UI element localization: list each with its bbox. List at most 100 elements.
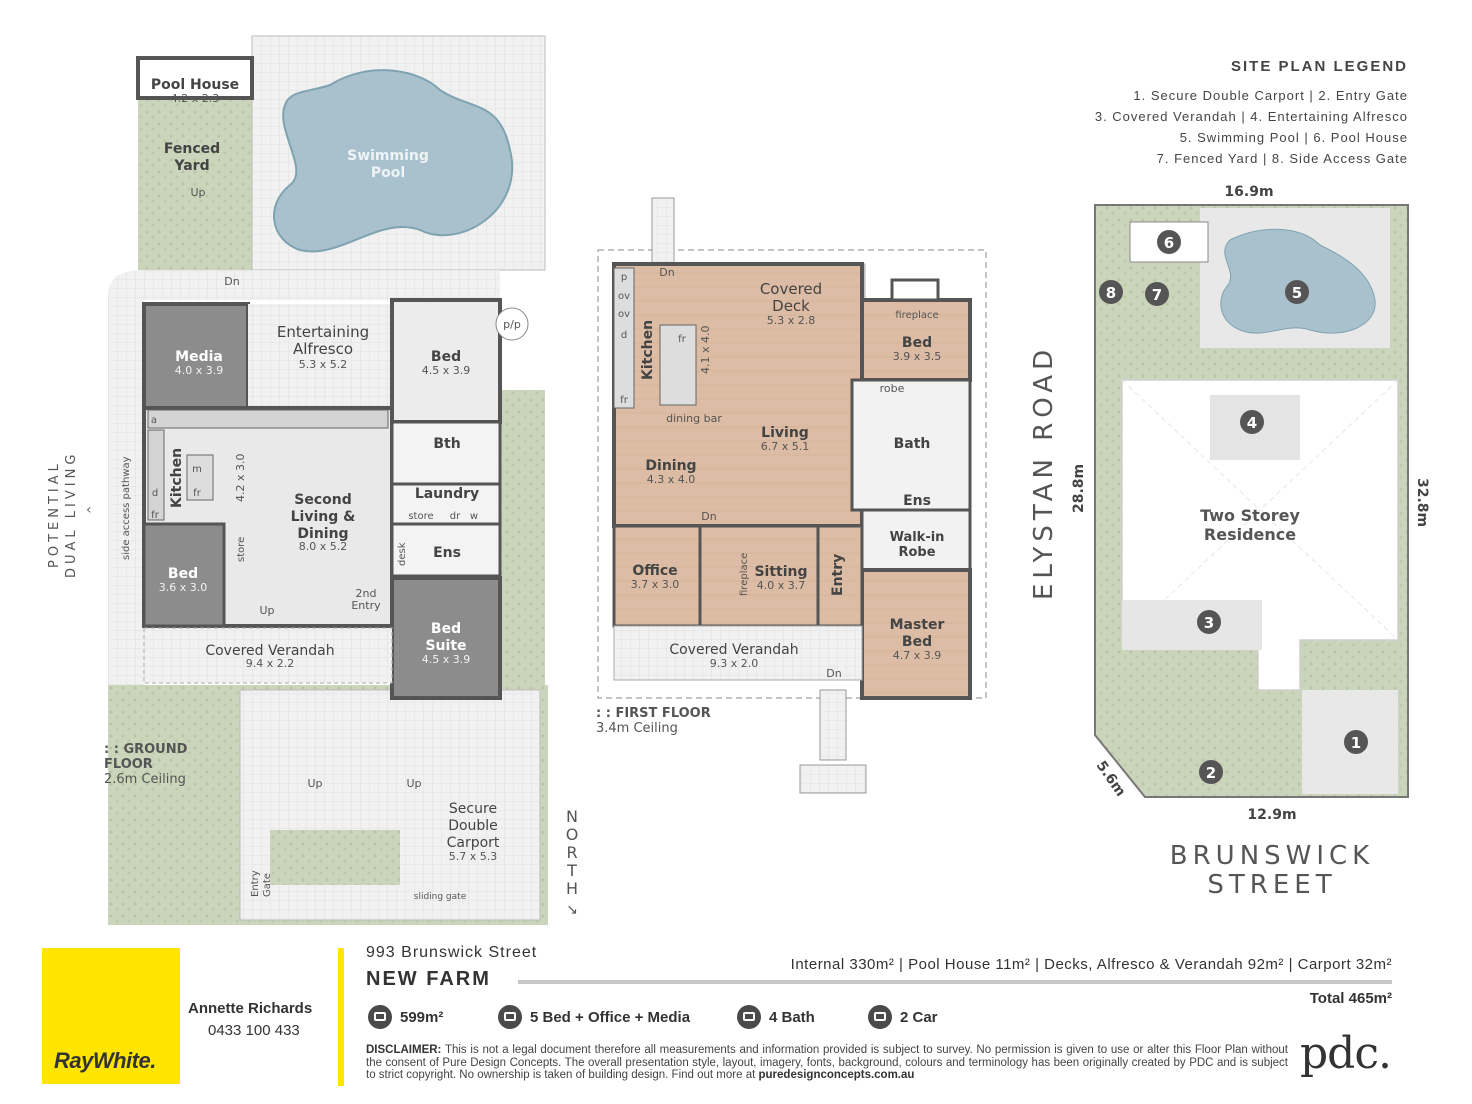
legend-line-4: 7. Fenced Yard | 8. Side Access Gate	[1156, 151, 1408, 166]
ff-master-b: Bed	[902, 634, 932, 650]
elystan-road-label: ELYSTAN ROAD	[1029, 345, 1059, 600]
disclaimer-text: This is not a legal document therefore a…	[366, 1044, 1288, 1081]
ff-fr-label: fr	[620, 395, 629, 406]
gf-fenced-yard-label-a: Fenced	[164, 141, 220, 157]
gf-a-label: a	[151, 415, 157, 426]
gf-side-label-a: POTENTIAL	[47, 460, 62, 568]
site-depth-left: 28.8m	[1071, 464, 1087, 513]
bed-icon	[498, 1005, 522, 1029]
site-marker-5: 5	[1292, 284, 1302, 302]
legend-line-2: 3. Covered Verandah | 4. Entertaining Al…	[1094, 109, 1408, 124]
ff-ov-label-1: ov	[618, 291, 630, 302]
gf-pool-label-b: Pool	[371, 165, 405, 181]
ff-walkin-a: Walk-in	[890, 530, 945, 545]
gf-carport-label-c: Carport	[447, 835, 500, 851]
ff-sitting-dim: 4.0 x 3.7	[757, 579, 806, 592]
ff-dn-label-2: Dn	[701, 510, 716, 523]
raywhite-logo: RayWhite.	[42, 948, 180, 1084]
gf-pp-label: p/p	[503, 318, 521, 331]
site-markers: 1 2 3 4 5 6 7 8	[1099, 230, 1368, 784]
ff-fireplace-label: fireplace	[895, 310, 938, 321]
gf-side-label-b: DUAL LIVING	[64, 451, 79, 578]
legend-line-3: 5. Swimming Pool | 6. Pool House	[1179, 130, 1408, 145]
gf-second-living-c: Dining	[297, 526, 348, 542]
gf-pathway-label: side access pathway	[121, 456, 132, 560]
ff-robe-label: robe	[880, 382, 905, 395]
ff-dining-label: Dining	[645, 458, 696, 474]
ff-ens-label: Ens	[903, 493, 931, 509]
site-marker-3: 3	[1204, 614, 1214, 632]
ff-p-label: p	[621, 272, 627, 283]
site-marker-8: 8	[1106, 284, 1116, 302]
disclaimer: DISCLAIMER: This is not a legal document…	[366, 1044, 1288, 1082]
gf-ens-label: Ens	[433, 545, 461, 561]
ff-bed-dim: 3.9 x 3.5	[893, 350, 942, 363]
ff-deck-label-b: Deck	[772, 297, 810, 315]
site-plan-legend-title: SITE PLAN LEGEND	[1230, 58, 1408, 75]
pdc-logo: pdc.	[1300, 1028, 1392, 1079]
gf-entry-gate-b: Gate	[262, 873, 273, 897]
agent-phone[interactable]: 0433 100 433	[208, 1022, 300, 1039]
gf-kitchen-label: Kitchen	[169, 448, 185, 508]
ground-floor-plan	[108, 35, 548, 925]
north-letter-r: R	[566, 843, 577, 862]
gf-fr-label: fr	[193, 488, 202, 499]
feature-baths-value: 4 Bath	[769, 1008, 815, 1026]
gf-store2-label: store	[236, 537, 247, 562]
gf-arrow-left-icon: ‹	[86, 502, 92, 518]
gf-ceiling-label: 2.6m Ceiling	[104, 772, 186, 787]
north-letter-h: H	[566, 879, 578, 898]
ff-fireplace-label-2: fireplace	[739, 553, 750, 596]
feature-baths: 4 Bath	[737, 1005, 815, 1029]
gf-pool-label-a: Swimming	[347, 148, 429, 164]
gf-bed1-label: Bed	[431, 349, 461, 365]
disclaimer-link[interactable]: puredesignconcepts.com.au	[758, 1069, 915, 1081]
feature-cars: 2 Car	[868, 1005, 938, 1029]
site-marker-2: 2	[1206, 764, 1216, 782]
site-width-top: 16.9m	[1224, 184, 1273, 200]
ff-fr2-label: fr	[678, 334, 687, 345]
ff-verandah-dim: 9.3 x 2.0	[710, 657, 759, 670]
north-arrow-icon: ↘	[566, 902, 578, 918]
ff-master-a: Master	[890, 617, 945, 633]
site-depth-right: 32.8m	[1414, 478, 1430, 527]
site-marker-6: 6	[1164, 234, 1174, 252]
gf-m-label: m	[192, 464, 202, 475]
gf-carport-label-b: Double	[448, 818, 498, 834]
address-line: 993 Brunswick Street	[366, 944, 538, 961]
ff-bed-label: Bed	[902, 335, 932, 351]
site-marker-4: 4	[1247, 414, 1257, 432]
bath-icon	[737, 1005, 761, 1029]
site-marker-1: 1	[1351, 734, 1361, 752]
area-summary: Internal 330m² | Pool House 11m² | Decks…	[790, 956, 1392, 973]
gf-dr-label: dr	[450, 511, 461, 522]
ff-dining-bar-label: dining bar	[666, 412, 722, 425]
ff-ceiling-label: 3.4m Ceiling	[596, 721, 678, 736]
gf-floor-label-a: : : GROUND	[104, 742, 188, 757]
total-area: Total 465m²	[1309, 990, 1392, 1007]
gf-up-label-3: Up	[307, 777, 322, 790]
gf-store-label: store	[408, 511, 433, 522]
gf-media-label: Media	[175, 349, 223, 365]
ff-deck-dim: 5.3 x 2.8	[767, 314, 816, 327]
gf-bed1-dim: 4.5 x 3.9	[422, 364, 471, 377]
first-floor-plan	[597, 197, 987, 794]
north-letter-n: N	[566, 807, 578, 826]
ff-dn-label-1: Dn	[659, 266, 674, 279]
ff-kitchen-dim: 4.1 x 4.0	[699, 326, 712, 375]
gf-w-label: w	[470, 511, 478, 522]
ff-ov-label-2: ov	[618, 309, 630, 320]
footer-divider	[338, 948, 344, 1086]
gf-alfresco-label-b: Alfresco	[293, 340, 353, 358]
gf-floor-label-b: FLOOR	[104, 757, 153, 772]
gf-carport-label-a: Secure	[449, 801, 497, 817]
gf-second-living-a: Second	[294, 492, 351, 508]
gf-media-dim: 4.0 x 3.9	[175, 364, 224, 377]
gf-up-label-4: Up	[406, 777, 421, 790]
ff-dn-label-3: Dn	[826, 667, 841, 680]
gf-verandah-label: Covered Verandah	[205, 643, 334, 659]
gf-fr2-label: fr	[151, 510, 160, 521]
gf-alfresco-label-a: Entertaining	[277, 323, 369, 341]
land-icon	[368, 1005, 392, 1029]
ff-bath-label: Bath	[894, 436, 931, 452]
